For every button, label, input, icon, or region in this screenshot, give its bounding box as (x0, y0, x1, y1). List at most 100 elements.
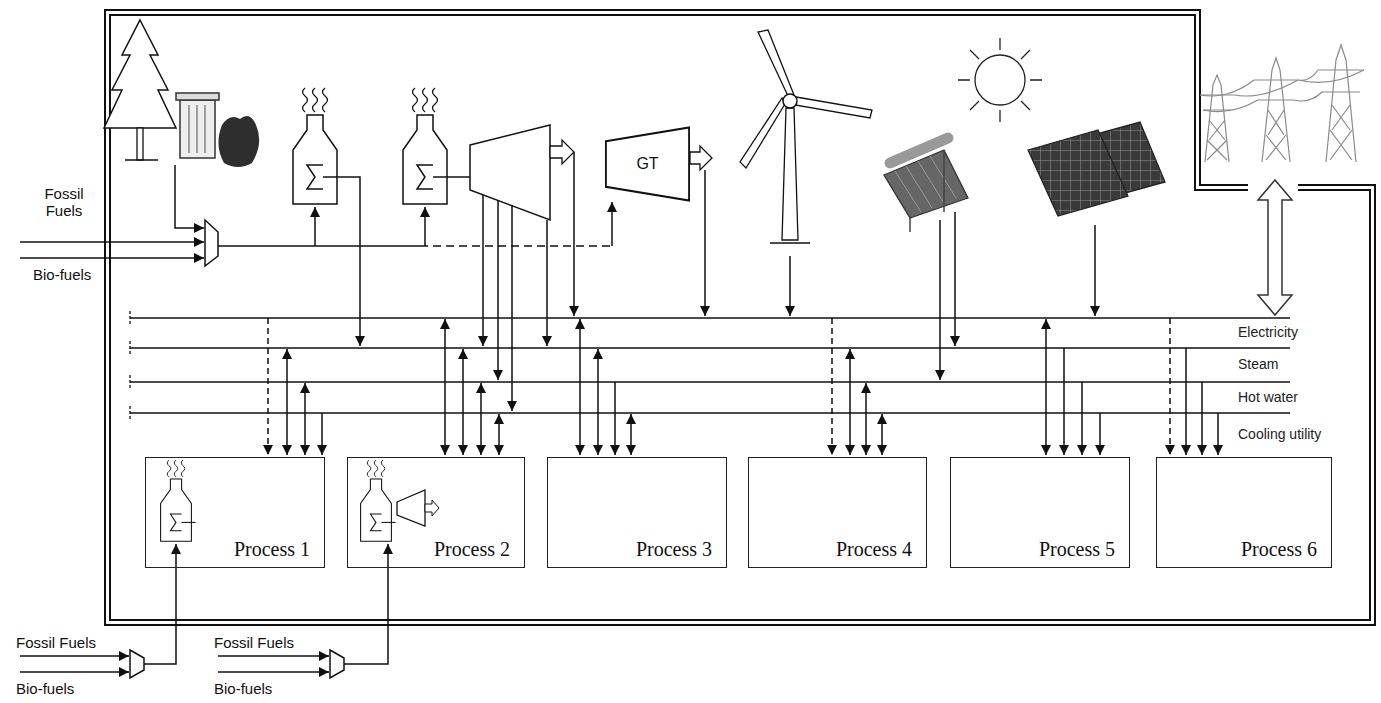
fuel-feed (20, 241, 204, 243)
steam-turbine (453, 176, 470, 178)
process-name: Process 2 (434, 538, 510, 561)
process-fuel-feed (344, 544, 388, 664)
solar-thermal-collector (954, 212, 956, 346)
boiler-symbol (403, 88, 453, 204)
wind-turbine (783, 94, 797, 108)
grid-exchange-arrow (1258, 180, 1292, 315)
wind-turbine (789, 256, 791, 316)
solar-thermal-collector (884, 150, 968, 218)
gas-turbine-output (690, 146, 712, 170)
process-fuel-feed (20, 671, 129, 673)
site-border (105, 10, 1375, 625)
fuel-label: Bio-fuels (214, 680, 272, 697)
utility-link (1169, 318, 1171, 455)
process-furnace (361, 460, 396, 541)
fuel-feed (611, 202, 613, 246)
process-box: Process 1 (145, 457, 325, 568)
process-name: Process 5 (1039, 538, 1115, 561)
fuel-feed (175, 165, 204, 228)
sun-icon (958, 38, 1042, 122)
steam-turbine (573, 152, 575, 316)
utility-link (831, 318, 833, 455)
process-name: Process 1 (234, 538, 310, 561)
wind-turbine (795, 97, 872, 118)
process-fuel-feed (144, 544, 176, 664)
turbine-label: GT (636, 155, 658, 173)
process-fuel-feed (330, 650, 344, 678)
utility-link (579, 319, 581, 455)
solar-thermal-collector (884, 138, 968, 380)
utility-link (286, 349, 288, 455)
process-name: Process 3 (636, 538, 712, 561)
pv-panels (1028, 130, 1128, 216)
process-furnace (161, 460, 439, 541)
steam-turbine (511, 205, 513, 411)
power-grid-towers (1200, 70, 1364, 112)
utility-link (498, 414, 500, 455)
utility-link (321, 413, 323, 455)
waste-biomass-icon (176, 93, 219, 100)
utility-link (444, 319, 446, 455)
process-fuel-feed (130, 650, 144, 678)
process-name: Process 4 (836, 538, 912, 561)
waste-biomass-icon (137, 128, 143, 160)
sun-icon (958, 38, 1042, 122)
utility-link (462, 349, 464, 455)
wind-turbine (740, 98, 785, 168)
utility-link (849, 349, 851, 455)
site-border (110, 15, 1370, 620)
fuel-label: Bio-fuels (33, 266, 91, 283)
fuel-feed (420, 245, 612, 247)
utility-header (129, 311, 130, 420)
power-grid-towers (1200, 75, 1234, 162)
power-grid-towers (1200, 45, 1364, 162)
utility-link (1217, 413, 1219, 455)
fuel-feed (20, 257, 204, 259)
utility-header-label: Cooling utility (1236, 426, 1323, 443)
process-box: Process 3 (547, 457, 727, 568)
utility-header-label: Electricity (1236, 324, 1300, 341)
solar-thermal-collector (895, 156, 956, 212)
pv-panels (1094, 225, 1096, 316)
fuel-feed (218, 245, 420, 247)
gas-turbine-output (704, 170, 706, 316)
utility-link (1185, 348, 1187, 455)
solar-thermal-collector (910, 150, 944, 232)
waste-biomass-icon (180, 100, 215, 158)
fuel-label: Fossil Fuels (16, 634, 96, 651)
gas-turbine: GT (605, 126, 690, 202)
fuel-label: Fossil Fuels (33, 185, 95, 219)
process-box: Process 2 (347, 457, 525, 568)
power-grid-towers (1254, 58, 1298, 162)
utility-link (1045, 319, 1047, 455)
site-border (105, 10, 1375, 625)
steam-turbine (470, 125, 550, 220)
steam-line (343, 177, 360, 346)
gas-turbine-outline (606, 128, 689, 201)
utility-header-label: Steam (1236, 356, 1280, 373)
fuel-label: Fossil Fuels (214, 634, 294, 651)
gas-turbine-output (690, 146, 712, 316)
steam-turbine (453, 125, 574, 411)
utility-link (630, 414, 632, 455)
utility-link (881, 414, 883, 455)
solar-thermal-collector (939, 220, 941, 380)
boiler-symbol (293, 88, 453, 204)
process-furnace (425, 500, 439, 516)
process-box: Process 5 (950, 457, 1130, 568)
utility-link (614, 382, 616, 455)
pv-panels (1028, 122, 1165, 316)
waste-biomass-icon (104, 20, 259, 167)
fuel-feed (424, 207, 426, 246)
utility-link (480, 383, 482, 455)
process-box: Process 6 (1156, 457, 1332, 568)
steam-turbine (482, 195, 484, 346)
utility-link (1099, 413, 1101, 455)
steam-turbine (546, 220, 548, 346)
steam-turbine (497, 200, 499, 380)
process-furnace (397, 490, 425, 526)
utility-link (1201, 382, 1203, 455)
